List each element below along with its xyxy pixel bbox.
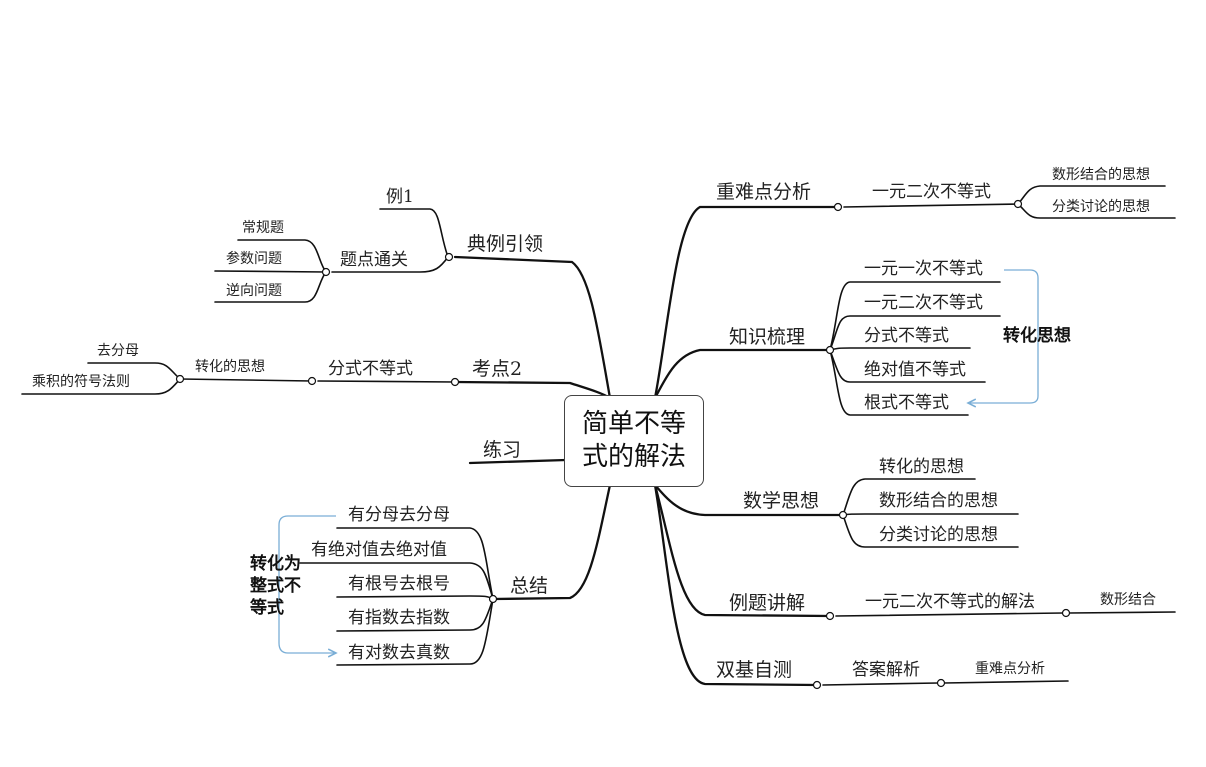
relation-zhuanhua-zhengshi: [278, 515, 336, 653]
node-tidian[interactable]: 题点通关: [340, 250, 408, 270]
edge-root-zhishi: [653, 348, 832, 400]
edge-root-dianli: [453, 255, 612, 400]
edge-root-lianxi: [468, 458, 568, 465]
node-kaodian-item-2[interactable]: 乘积的符号法则: [32, 374, 130, 390]
node-shuangji-sub[interactable]: 答案解析: [852, 660, 920, 680]
node-kaodian-item-1[interactable]: 去分母: [97, 343, 139, 359]
node-zhishi-item-4[interactable]: 绝对值不等式: [864, 360, 966, 380]
node-zhishi-item-5[interactable]: 根式不等式: [864, 393, 949, 413]
node-sixiang[interactable]: 数学思想: [743, 490, 820, 512]
node-liti-leaf[interactable]: 数形结合: [1100, 592, 1156, 608]
node-tidian-item-1[interactable]: 常规题: [242, 220, 284, 236]
node-zongjie-item-2[interactable]: 有绝对值去绝对值: [311, 540, 447, 560]
node-tidian-item-2[interactable]: 参数问题: [226, 251, 282, 267]
node-zongjie-item-3[interactable]: 有根号去根号: [348, 574, 450, 594]
node-zongjie[interactable]: 总结: [510, 575, 549, 597]
node-lianxi[interactable]: 练习: [483, 439, 522, 461]
node-zhongnan-sub[interactable]: 一元二次不等式: [872, 182, 991, 202]
node-zhishi-item-3[interactable]: 分式不等式: [864, 326, 949, 346]
node-shuangji-leaf[interactable]: 重难点分析: [975, 661, 1045, 677]
node-liti[interactable]: 例题讲解: [729, 592, 806, 614]
edge-root-zongjie: [491, 483, 612, 601]
node-zhongnan-item-2[interactable]: 分类讨论的思想: [1052, 199, 1150, 215]
node-fenshi[interactable]: 分式不等式: [328, 359, 413, 379]
node-zhongnan[interactable]: 重难点分析: [716, 181, 812, 203]
node-shuangji[interactable]: 双基自测: [716, 659, 793, 681]
node-dianli[interactable]: 典例引领: [467, 233, 544, 255]
root-title: 简单不等式的解法: [581, 409, 686, 472]
node-liti-sub[interactable]: 一元二次不等式的解法: [865, 592, 1035, 612]
edge-li1: [379, 208, 449, 258]
node-zhongnan-item-1[interactable]: 数形结合的思想: [1052, 167, 1150, 183]
node-sixiang-item-2[interactable]: 数形结合的思想: [879, 491, 998, 511]
edge-root-shuangji: [653, 483, 819, 687]
edge-root-sixiang: [653, 483, 845, 517]
node-sixiang-item-1[interactable]: 转化的思想: [879, 457, 964, 477]
node-zhishi-item-2[interactable]: 一元二次不等式: [864, 293, 983, 313]
edge-tidian: [331, 256, 449, 273]
edge-root-zhongnan: [653, 205, 840, 400]
note-zhuanhua-sixiang[interactable]: 转化思想: [1003, 326, 1071, 346]
node-kaodian[interactable]: 考点2: [472, 358, 523, 380]
root-node[interactable]: 简单不等式的解法: [564, 395, 704, 487]
node-zongjie-item-4[interactable]: 有指数去指数: [348, 608, 450, 628]
node-sixiang-item-3[interactable]: 分类讨论的思想: [879, 525, 998, 545]
node-zhishi[interactable]: 知识梳理: [729, 326, 806, 348]
edge-root-liti: [653, 483, 832, 618]
node-zongjie-item-5[interactable]: 有对数去真数: [348, 643, 450, 663]
node-zhuanhua[interactable]: 转化的思想: [195, 359, 265, 375]
node-zongjie-item-1[interactable]: 有分母去分母: [348, 505, 450, 525]
node-tidian-item-3[interactable]: 逆向问题: [226, 283, 282, 299]
node-zhishi-item-1[interactable]: 一元一次不等式: [864, 259, 983, 279]
relation-zhuanhua-sixiang: [968, 269, 1039, 403]
note-zhuanhua-zhengshi[interactable]: 转化为整式不等式: [250, 554, 301, 618]
node-li1[interactable]: 例1: [386, 187, 414, 207]
